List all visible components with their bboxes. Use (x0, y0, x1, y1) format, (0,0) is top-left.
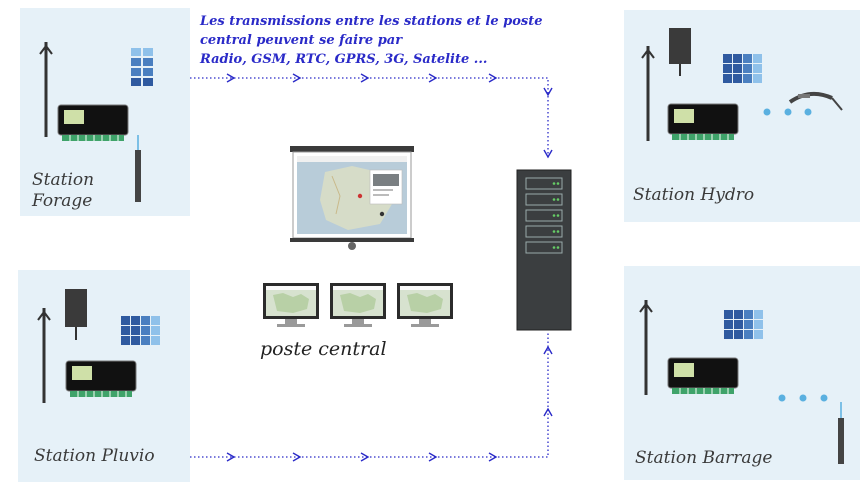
probe-icon (135, 135, 141, 202)
solar-panel-icon (723, 54, 762, 83)
antenna-icon (38, 40, 54, 139)
signal-dots-icon (778, 394, 828, 402)
station-forage-label-line1: Station (32, 170, 95, 190)
transmission-note-line2: central peuvent se faire par (200, 33, 403, 48)
station-hydro-label: Station Hydro (633, 185, 755, 205)
datalogger-icon (57, 104, 129, 142)
monitor-icon (397, 283, 453, 327)
antenna-icon (638, 298, 654, 397)
monitor-icon (263, 283, 319, 327)
solar-panel-icon (131, 48, 153, 86)
station-hydro-panel (624, 10, 860, 222)
station-forage-label: Station Forage (32, 170, 94, 212)
projection-screen-icon (290, 146, 414, 250)
signal-dots-icon (763, 108, 812, 116)
datalogger-icon (667, 103, 739, 141)
datalogger-icon (667, 357, 739, 395)
water-level-sensor-icon (788, 91, 843, 111)
station-barrage-label: Station Barrage (635, 448, 773, 468)
link-pluvio-to-server (190, 332, 549, 458)
solar-panel-icon (121, 316, 160, 345)
poste-central-label: poste central (260, 338, 387, 360)
sensor-box-icon (669, 28, 691, 76)
station-forage-label-line2: Forage (32, 191, 93, 211)
antenna-icon (640, 44, 656, 143)
transmission-note: Les transmissions entre les stations et … (200, 12, 590, 69)
server-rack-icon (516, 169, 572, 331)
transmission-note-line1: Les transmissions entre les stations et … (200, 14, 543, 29)
rain-gauge-icon (65, 289, 87, 340)
link-forage-to-server (190, 77, 549, 160)
station-barrage-panel (624, 266, 860, 480)
solar-panel-icon (724, 310, 763, 339)
monitor-icon (330, 283, 386, 327)
transmission-note-line3: Radio, GSM, RTC, GPRS, 3G, Satelite ... (200, 52, 488, 67)
probe-icon (838, 402, 844, 464)
datalogger-icon (65, 360, 137, 398)
antenna-icon (36, 306, 52, 405)
station-pluvio-label: Station Pluvio (34, 446, 155, 466)
